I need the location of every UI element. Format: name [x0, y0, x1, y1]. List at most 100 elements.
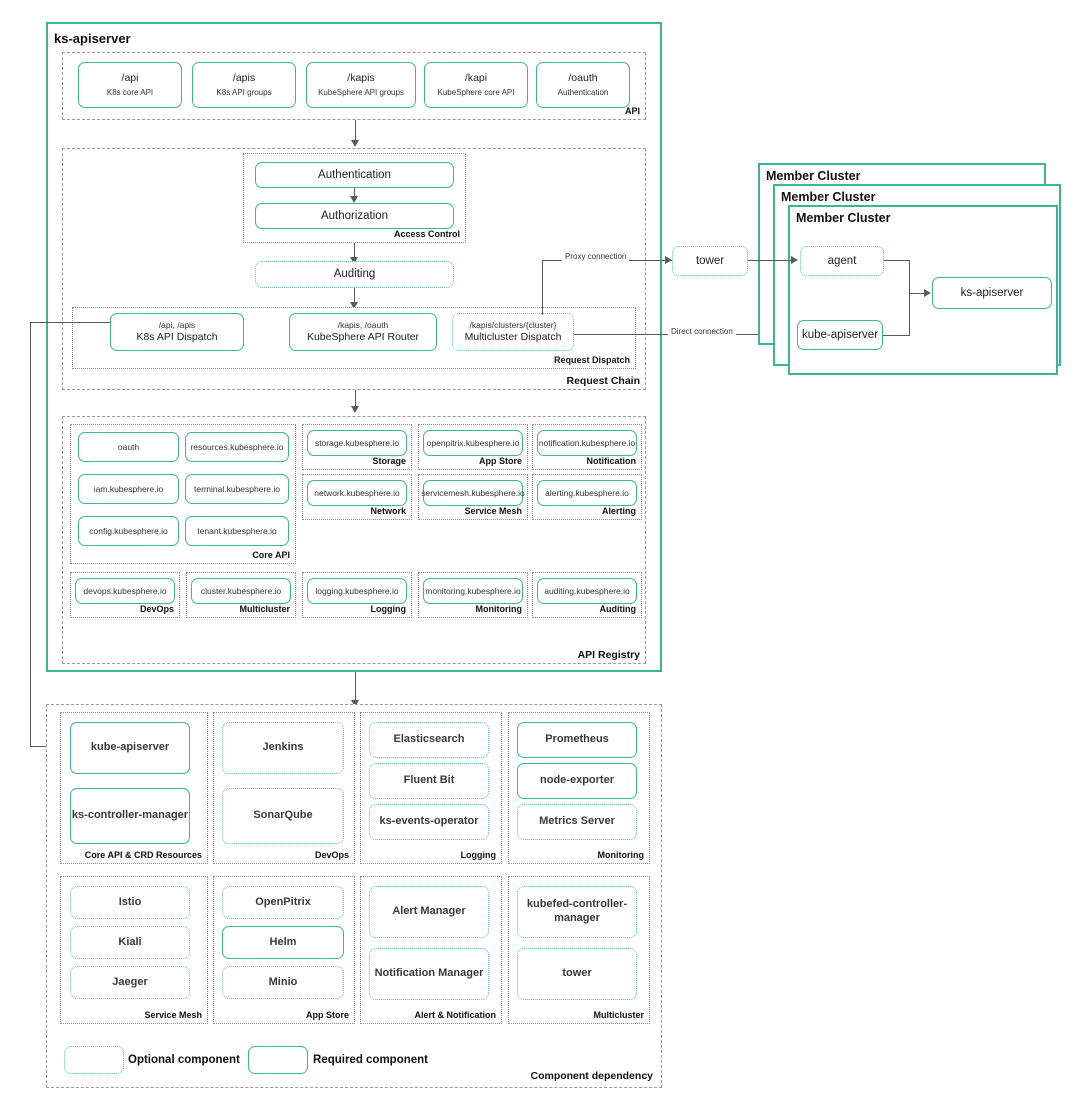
api-section-label: API: [624, 106, 640, 116]
arrow-ac-auditing: [350, 257, 358, 264]
connector-chain-to-registry: [355, 390, 357, 408]
ks-apiserver-title: ks-apiserver: [54, 31, 131, 46]
authorization-label: Authorization: [320, 209, 389, 222]
registry-item[interactable]: config.kubesphere.io: [78, 516, 179, 546]
k8s-api-dispatch-node[interactable]: /api, /apis K8s API Dispatch: [110, 313, 244, 351]
authentication-label: Authentication: [318, 168, 391, 181]
registry-item[interactable]: terminal.kubesphere.io: [185, 474, 289, 504]
dispatch-name: Multicluster Dispatch: [464, 330, 562, 343]
registry-item[interactable]: devops.kubesphere.io: [75, 578, 175, 604]
member-cluster-title: Member Cluster: [796, 211, 891, 225]
multicluster-dispatch-node[interactable]: /kapis/clusters/{cluster} Multicluster D…: [452, 313, 574, 351]
component-node-label: ks-events-operator: [379, 815, 479, 828]
api-node-apis[interactable]: /apis K8s API groups: [192, 62, 296, 108]
component-node-minio[interactable]: Minio: [222, 966, 344, 999]
component-node-prometheus[interactable]: Prometheus: [517, 722, 637, 758]
registry-group-label: Core API: [252, 550, 290, 560]
kubesphere-api-router-node[interactable]: /kapis, /oauth KubeSphere API Router: [289, 313, 437, 351]
legend-optional-swatch: [64, 1046, 124, 1074]
registry-group-label: Alerting: [601, 506, 636, 516]
component-node-ks-controller-manager[interactable]: ks-controller-manager: [70, 788, 190, 844]
component-node-ks-events-operator[interactable]: ks-events-operator: [369, 804, 489, 840]
registry-item[interactable]: monitoring.kubesphere.io: [423, 578, 523, 604]
registry-item[interactable]: servicemesh.kubesphere.io: [421, 480, 525, 506]
registry-item-label: auditing.kubesphere.io: [544, 585, 630, 596]
registry-item[interactable]: iam.kubesphere.io: [78, 474, 179, 504]
arrow-auditing-dispatch: [350, 302, 358, 309]
registry-item[interactable]: oauth: [78, 432, 179, 462]
component-node-notification-manager[interactable]: Notification Manager: [369, 948, 489, 1000]
registry-item-label: logging.kubesphere.io: [315, 585, 399, 596]
registry-item[interactable]: notification.kubesphere.io: [537, 430, 637, 456]
component-node-helm[interactable]: Helm: [222, 926, 344, 959]
component-group-label: Service Mesh: [144, 1010, 202, 1020]
component-node-label: Fluent Bit: [403, 774, 455, 787]
registry-item[interactable]: alerting.kubesphere.io: [537, 480, 637, 506]
component-node-label: Alert Manager: [392, 905, 466, 918]
dispatch-name: K8s API Dispatch: [136, 330, 218, 343]
registry-group-label: App Store: [478, 456, 522, 466]
legend-required-label: Required component: [313, 1054, 429, 1066]
tower-node[interactable]: tower: [672, 246, 748, 276]
component-node-tower[interactable]: tower: [517, 948, 637, 1000]
member-agent-node[interactable]: agent: [800, 246, 884, 276]
component-node-sonarqube[interactable]: SonarQube: [222, 788, 344, 844]
registry-group-label: Service Mesh: [464, 506, 522, 516]
component-node-metrics-server[interactable]: Metrics Server: [517, 804, 637, 840]
registry-item-label: monitoring.kubesphere.io: [425, 585, 521, 596]
member-cluster-title: Member Cluster: [781, 190, 876, 204]
registry-item[interactable]: network.kubesphere.io: [307, 480, 407, 506]
component-node-alert-manager[interactable]: Alert Manager: [369, 886, 489, 938]
component-node-elasticsearch[interactable]: Elasticsearch: [369, 722, 489, 758]
component-node-label: kubefed-controller-manager: [526, 898, 628, 924]
registry-item[interactable]: logging.kubesphere.io: [307, 578, 407, 604]
arrow-tower-to-agent: [791, 256, 798, 264]
registry-item[interactable]: openpitrix.kubesphere.io: [423, 430, 523, 456]
registry-item[interactable]: storage.kubesphere.io: [307, 430, 407, 456]
component-node-jaeger[interactable]: Jaeger: [70, 966, 190, 999]
registry-item[interactable]: resources.kubesphere.io: [185, 432, 289, 462]
component-node-kubefed-controller-manager[interactable]: kubefed-controller-manager: [517, 886, 637, 938]
component-node-label: OpenPitrix: [255, 895, 311, 908]
component-node-openpitrix[interactable]: OpenPitrix: [222, 886, 344, 919]
connector-ac-auditing: [354, 243, 356, 260]
component-node-fluent-bit[interactable]: Fluent Bit: [369, 763, 489, 799]
member-kube-apiserver-node[interactable]: kube-apiserver: [797, 320, 883, 350]
api-node-oauth[interactable]: /oauth Authentication: [536, 62, 630, 108]
request-dispatch-label: Request Dispatch: [553, 355, 630, 365]
component-node-node-exporter[interactable]: node-exporter: [517, 763, 637, 799]
registry-group-label: Network: [370, 506, 406, 516]
auditing-node[interactable]: Auditing: [255, 261, 454, 288]
component-group-label: Core API & CRD Resources: [84, 850, 202, 860]
component-node-label: tower: [562, 967, 592, 980]
agent-label: agent: [827, 254, 857, 267]
registry-group-label: Multicluster: [239, 604, 290, 614]
authorization-node[interactable]: Authorization: [255, 203, 454, 229]
registry-item-label: devops.kubesphere.io: [83, 585, 167, 596]
api-node-kapis[interactable]: /kapis KubeSphere API groups: [306, 62, 416, 108]
component-node-label: Jenkins: [262, 741, 304, 754]
connector-dispatch-left: [30, 322, 110, 324]
authentication-node[interactable]: Authentication: [255, 162, 454, 188]
component-group-label: App Store: [305, 1010, 349, 1020]
tower-label: tower: [695, 254, 725, 267]
registry-item[interactable]: cluster.kubesphere.io: [191, 578, 291, 604]
registry-item[interactable]: tenant.kubesphere.io: [185, 516, 289, 546]
api-node-api[interactable]: /api K8s core API: [78, 62, 182, 108]
registry-item[interactable]: auditing.kubesphere.io: [537, 578, 637, 604]
component-node-istio[interactable]: Istio: [70, 886, 190, 919]
api-node-desc: K8s API groups: [216, 87, 272, 97]
component-node-kiali[interactable]: Kiali: [70, 926, 190, 959]
member-ks-apiserver-node[interactable]: ks-apiserver: [932, 277, 1052, 309]
connector-left-rail: [30, 322, 32, 747]
legend-optional-label: Optional component: [128, 1054, 240, 1066]
dispatch-name: KubeSphere API Router: [306, 330, 420, 343]
component-node-label: node-exporter: [540, 774, 614, 787]
component-node-label: Kiali: [118, 935, 142, 948]
component-node-kube-apiserver[interactable]: kube-apiserver: [70, 722, 190, 774]
registry-item-label: storage.kubesphere.io: [314, 437, 400, 448]
component-node-jenkins[interactable]: Jenkins: [222, 722, 344, 774]
api-node-kapi[interactable]: /kapi KubeSphere core API: [424, 62, 528, 108]
arrow-api-to-chain: [351, 140, 359, 147]
